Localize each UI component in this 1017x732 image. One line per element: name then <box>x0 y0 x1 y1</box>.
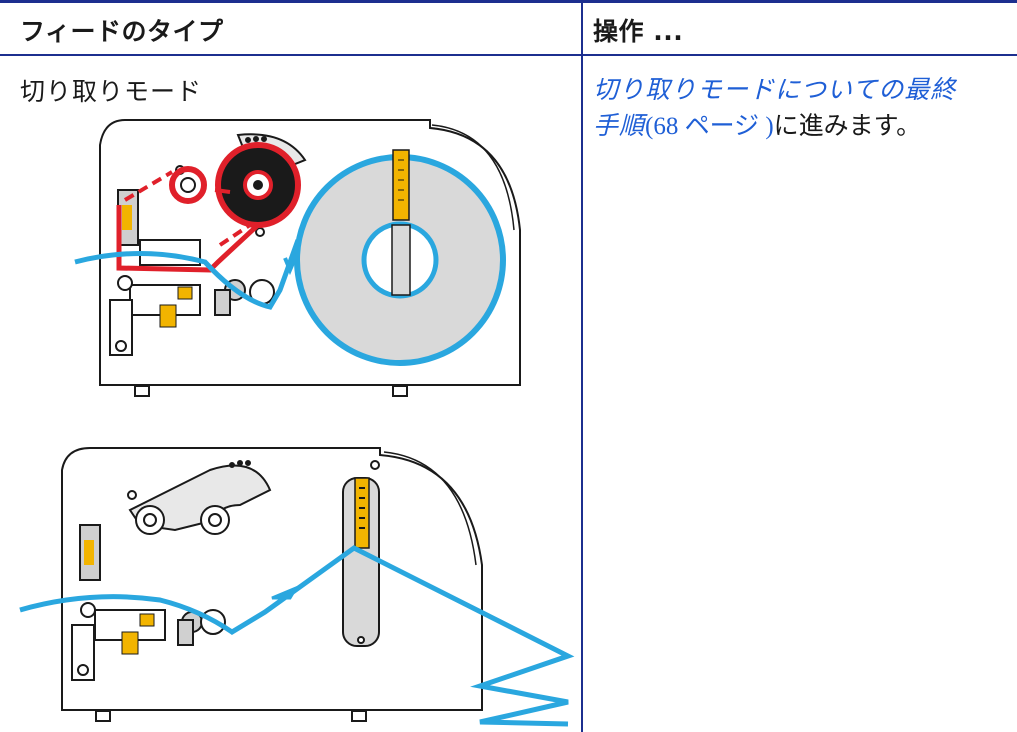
header-action: 操作 ... <box>593 17 684 46</box>
action-suffix: に進みます。 <box>773 111 922 140</box>
ribbon-path <box>116 142 301 273</box>
media-roll <box>294 149 506 366</box>
header-feed-type: フィードのタイプ <box>20 17 224 46</box>
action-text: 切り取りモードについての最終手順(68 ページ )に進みます。 <box>593 72 1003 145</box>
fanfold-media-path <box>19 545 575 727</box>
table-top-rule <box>0 0 1017 3</box>
final-steps-link[interactable]: 切り取りモードについての最終手順 <box>593 75 957 140</box>
media-path <box>74 239 301 310</box>
feed-mode-label: 切り取りモード <box>20 77 203 106</box>
printer-media-path-fanfold <box>61 447 483 722</box>
column-separator <box>581 0 583 732</box>
page-reference[interactable]: (68 ページ ) <box>645 113 774 140</box>
table-header-rule <box>0 54 1017 56</box>
